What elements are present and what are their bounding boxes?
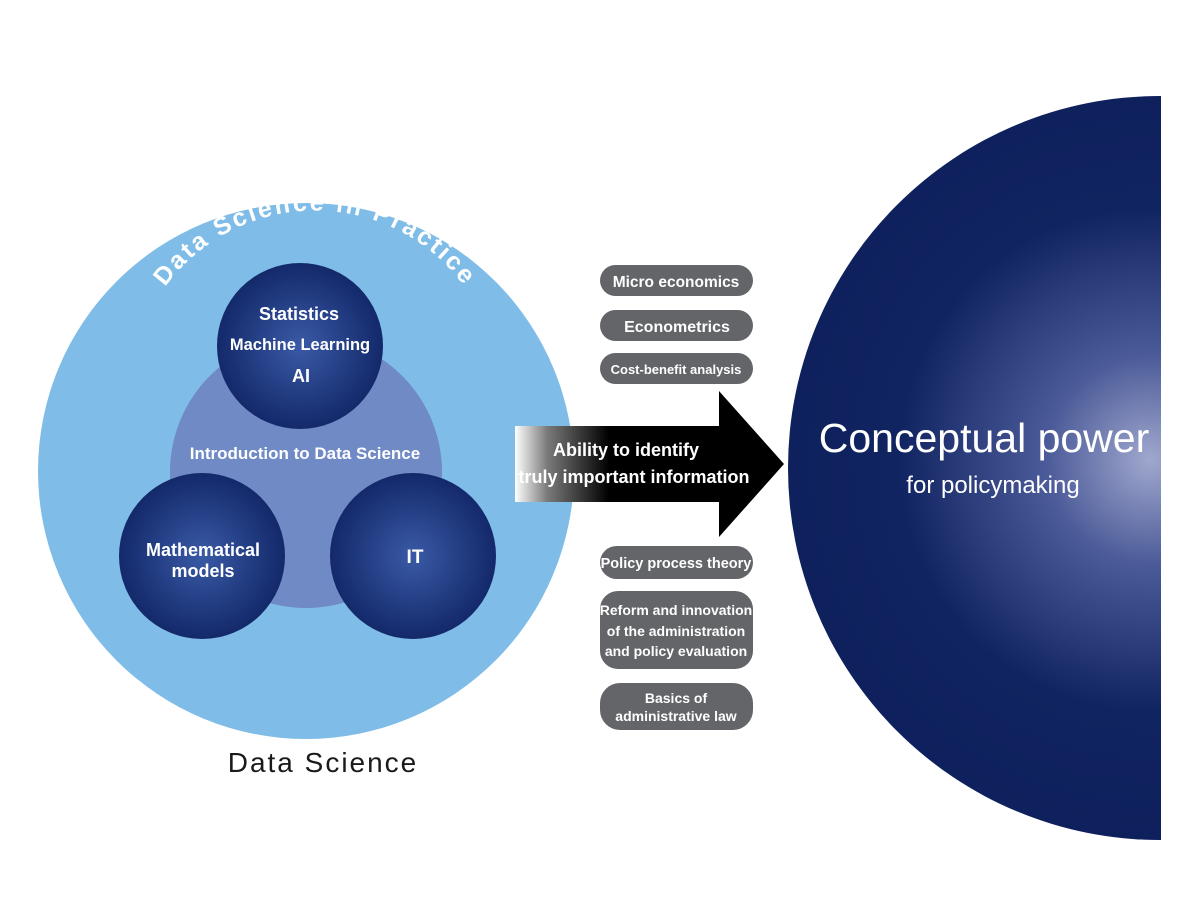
data-science-group: Data Science in Practice Statistics Mach… [38, 188, 574, 778]
ai-label: AI [292, 366, 310, 386]
pill-administrative-law-line-2: administrative law [615, 708, 736, 724]
pill-micro-economics [600, 265, 753, 296]
it-circle [330, 473, 496, 639]
arrow-line-1: Ability to identify [553, 440, 699, 460]
policymaking-subtitle: for policymaking [906, 472, 1079, 499]
conceptual-power-title: Conceptual power [819, 415, 1149, 461]
pill-reform-line-2: of the administration [607, 623, 745, 639]
pill-reform-line-1: Reform and innovation [600, 602, 752, 618]
statistics-label: Statistics [259, 304, 339, 324]
it-label: IT [407, 547, 424, 568]
pill-policy-process-theory [600, 546, 753, 579]
mathematical-label: Mathematical [146, 540, 260, 560]
arrow-line-2: truly important information [519, 467, 750, 487]
pill-policy-process-theory-label: Policy process theory [601, 556, 752, 572]
machine-learning-label: Machine Learning [230, 336, 370, 354]
pill-cost-benefit-analysis [600, 353, 753, 384]
introduction-label: Introduction to Data Science [190, 444, 420, 463]
pill-reform-innovation [600, 591, 753, 669]
models-label: models [171, 561, 234, 581]
conceptual-power-group [788, 96, 1161, 840]
pill-cost-benefit-analysis-label: Cost-benefit analysis [611, 362, 742, 377]
conceptual-power-circle [788, 96, 1161, 840]
mathematical-models-circle [119, 473, 285, 639]
arrow-group: Ability to identify truly important info… [515, 391, 784, 537]
arrow-shape [515, 391, 784, 537]
pill-micro-economics-label: Micro economics [613, 274, 740, 291]
pill-reform-line-3: and policy evaluation [605, 643, 747, 659]
pills-lower: Policy process theory Reform and innovat… [600, 546, 753, 730]
pill-econometrics-label: Econometrics [624, 319, 730, 336]
data-science-caption: Data Science [228, 747, 419, 778]
pills-upper: Micro economics Econometrics Cost-benefi… [600, 265, 753, 384]
pill-econometrics [600, 310, 753, 341]
pill-administrative-law-line-1: Basics of [645, 690, 708, 706]
statistics-circle [217, 263, 383, 429]
pill-administrative-law [600, 683, 753, 730]
